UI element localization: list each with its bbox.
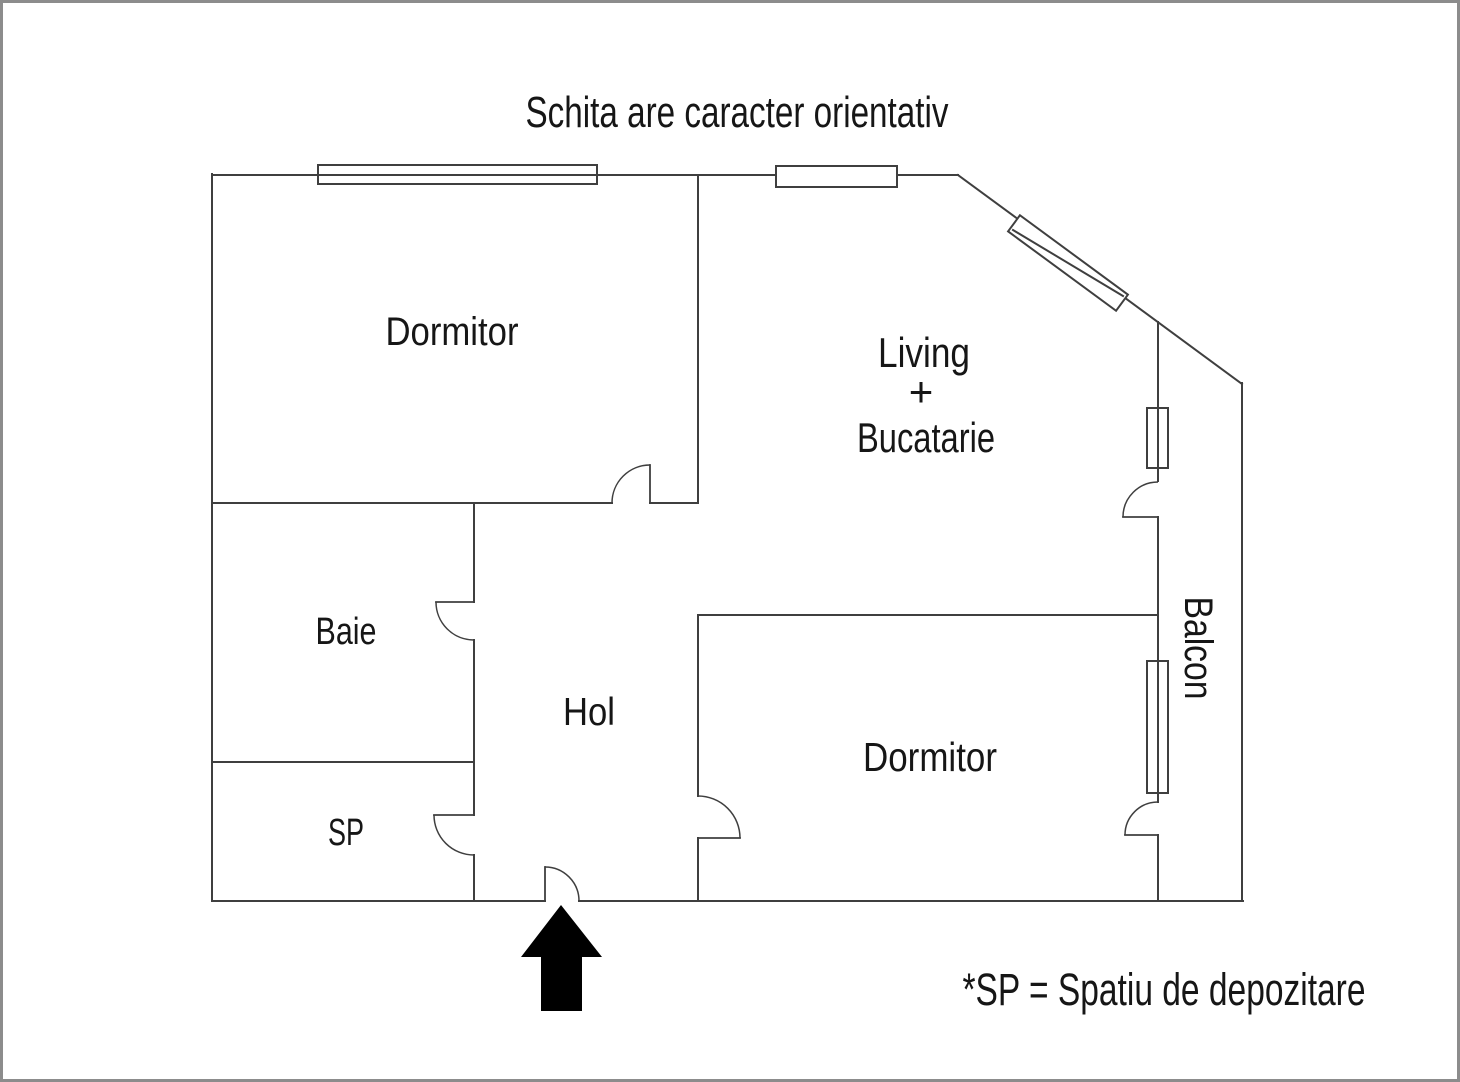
door-arc-balcony-lower — [1124, 801, 1159, 836]
walls — [211, 173, 1244, 902]
room-label-living-line1: Living — [878, 329, 970, 376]
door-arc-entrance — [544, 866, 580, 902]
door-arc-baie — [435, 601, 475, 641]
room-label-hol: Hol — [563, 691, 615, 734]
room-label-balcon: Balcon — [1176, 597, 1220, 700]
door-arc-balcony-upper — [1122, 481, 1159, 518]
windows — [317, 164, 1169, 794]
door-arc-sp — [433, 814, 475, 856]
entrance-arrow — [521, 905, 602, 1011]
door-arc-dormitor-top — [611, 464, 651, 504]
room-label-baie: Baie — [316, 611, 377, 653]
doors — [433, 464, 1159, 902]
window-diagonal-midline — [1011, 228, 1125, 298]
room-label-dormitor-bottom: Dormitor — [863, 734, 997, 780]
page-title: Schita are caracter orientativ — [526, 88, 949, 137]
room-label-living-line2: + — [909, 368, 934, 415]
room-label-dormitor-top: Dormitor — [386, 310, 519, 354]
room-label-living-line3: Bucatarie — [857, 414, 995, 461]
footnote: *SP = Spatiu de depozitare — [963, 964, 1366, 1015]
window-living — [775, 165, 898, 188]
room-label-sp: SP — [328, 812, 364, 854]
door-arc-dormitor-bottom — [697, 795, 741, 839]
